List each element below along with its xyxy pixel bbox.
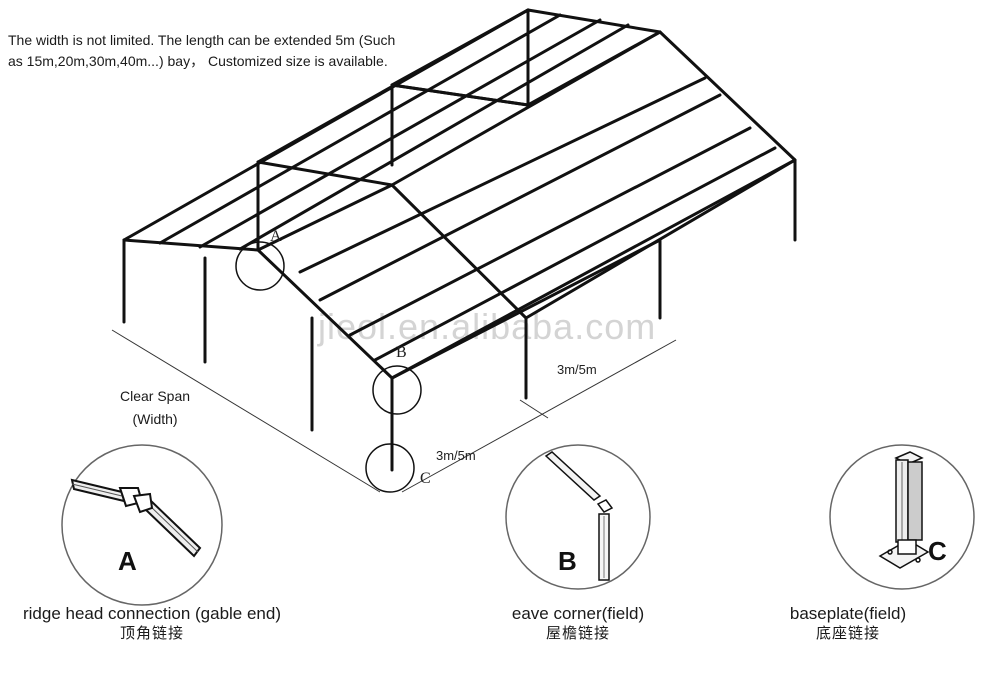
clear-span-label: Clear Span (Width) bbox=[120, 385, 190, 431]
detail-circle-a bbox=[61, 444, 223, 606]
baseplate-illustration bbox=[878, 451, 930, 569]
caption-c-en: baseplate(field) bbox=[789, 604, 907, 623]
detail-letter-b: B bbox=[558, 546, 577, 576]
bay-front-dimension: 3m/5m bbox=[436, 448, 476, 463]
callout-circle-c bbox=[365, 443, 415, 493]
clear-span-line2: (Width) bbox=[132, 411, 178, 427]
detail-letter-a: A bbox=[118, 546, 137, 576]
callout-label-a: A bbox=[270, 228, 282, 245]
caption-b-en: eave corner(field) bbox=[511, 604, 645, 623]
bay-side-dimension: 3m/5m bbox=[557, 362, 597, 377]
callout-circles bbox=[235, 241, 422, 493]
caption-baseplate: baseplate(field) 底座链接 bbox=[698, 604, 998, 644]
detail-letter-c: C bbox=[928, 536, 947, 566]
detail-circle-c bbox=[829, 444, 975, 590]
detail-circle-b bbox=[505, 444, 651, 590]
dimension-lines bbox=[111, 329, 677, 493]
caption-b-zh: 屋檐链接 bbox=[545, 625, 610, 642]
callout-circle-b bbox=[372, 365, 422, 415]
callout-label-b: B bbox=[396, 344, 407, 361]
tent-frame bbox=[122, 8, 797, 472]
intro-text: The width is not limited. The length can… bbox=[8, 32, 396, 69]
ridge-connector-illustration bbox=[70, 478, 202, 558]
caption-ridge-head: ridge head connection (gable end) 顶角链接 bbox=[2, 604, 302, 644]
callout-label-c: C bbox=[420, 470, 431, 487]
caption-eave-corner: eave corner(field) 屋檐链接 bbox=[428, 604, 728, 644]
eave-corner-illustration bbox=[544, 451, 614, 581]
caption-c-zh: 底座链接 bbox=[815, 625, 880, 642]
caption-a-en: ridge head connection (gable end) bbox=[22, 604, 282, 623]
caption-a-zh: 顶角链接 bbox=[119, 625, 184, 642]
detail-circles bbox=[61, 444, 975, 606]
clear-span-line1: Clear Span bbox=[120, 388, 191, 404]
callout-circle-a bbox=[235, 241, 285, 291]
